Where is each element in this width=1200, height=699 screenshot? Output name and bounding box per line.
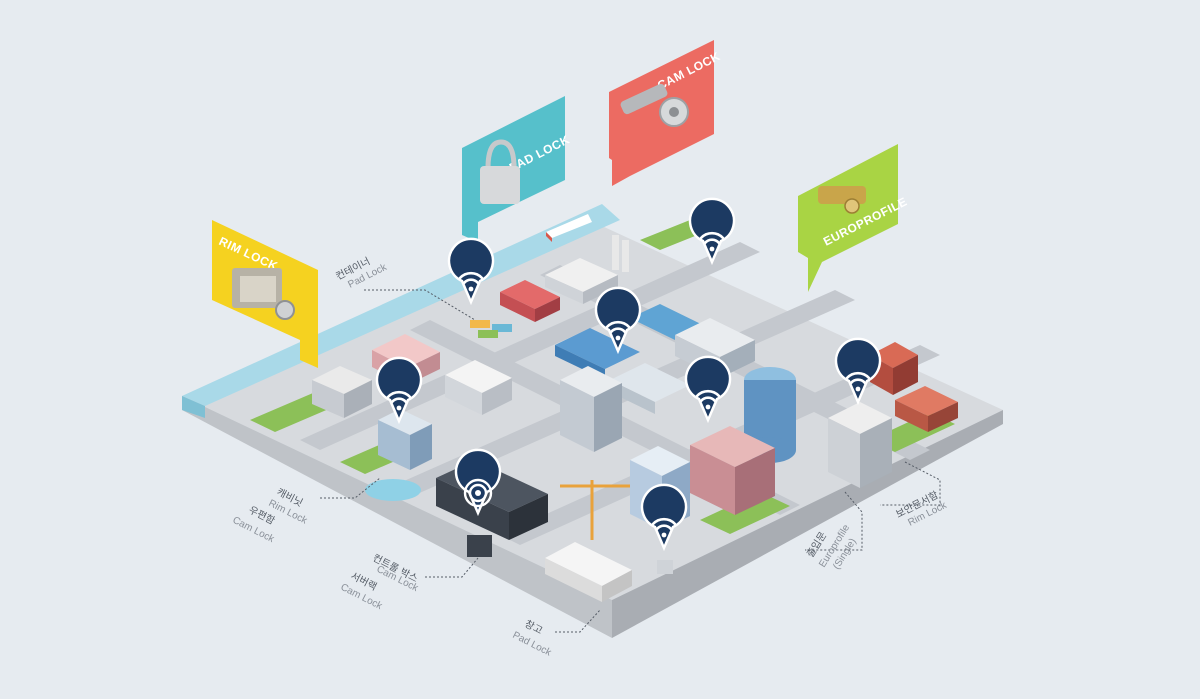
europrofile-cylinder-icon (818, 186, 866, 214)
padlock-icon (480, 139, 520, 204)
wifi-icon (458, 271, 484, 292)
ship (546, 214, 592, 238)
wifi-icon (605, 320, 631, 341)
broadcast-icon (463, 478, 493, 508)
product-flag-europrofile: EUROPROFILE (798, 144, 909, 292)
wifi-pins (375, 197, 882, 552)
location-label-control-box-server-rack: 컨트롤 박스 Cam Lock 서버랙 Cam Lock (339, 552, 479, 613)
wifi-icon (845, 371, 871, 392)
cam-lock-icon (620, 83, 689, 127)
wifi-icon (651, 517, 677, 538)
product-flag-pad-lock: PAD LOCK (462, 96, 572, 242)
product-flag-rim-lock: RIM LOCK (212, 220, 318, 368)
wifi-icon (386, 390, 412, 411)
wifi-pin[interactable] (684, 355, 732, 424)
wifi-icon (695, 389, 721, 410)
svg-text:Pad Lock: Pad Lock (511, 630, 554, 659)
product-flag-cam-lock: CAM LOCK (609, 40, 723, 186)
wifi-pin[interactable] (375, 356, 423, 425)
wifi-pin[interactable] (640, 483, 688, 552)
wifi-pin[interactable] (594, 286, 642, 355)
broadcast-pin[interactable] (454, 448, 502, 517)
wifi-pin[interactable] (834, 337, 882, 406)
pond (365, 479, 421, 501)
wifi-pin[interactable] (447, 237, 495, 306)
rim-lock-icon (232, 268, 295, 320)
river (182, 204, 620, 406)
wifi-icon (699, 231, 725, 252)
wifi-pin[interactable] (688, 197, 736, 266)
